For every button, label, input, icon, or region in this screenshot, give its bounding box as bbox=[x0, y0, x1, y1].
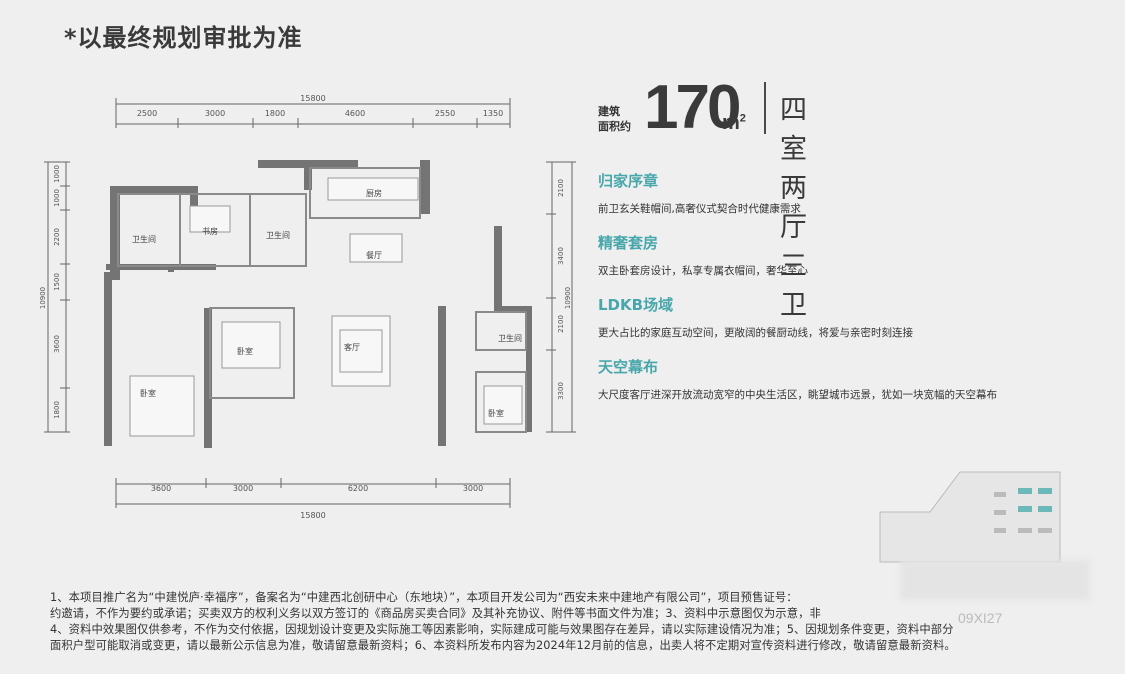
dim-left-seg: 3600 bbox=[53, 335, 61, 353]
room-label-study: 书房 bbox=[202, 226, 218, 236]
room-label-bath1: 卫生间 bbox=[132, 234, 156, 244]
area-unit-sup: 2 bbox=[739, 112, 746, 125]
layout-name: 四室两厅三卫 bbox=[780, 95, 809, 321]
area-label-line2: 面积约 bbox=[598, 120, 631, 133]
area-number: 170 bbox=[644, 73, 741, 142]
room-label-bath3: 卫生间 bbox=[498, 333, 522, 343]
dim-left-seg: 1800 bbox=[53, 401, 61, 419]
room-label-living: 客厅 bbox=[344, 342, 360, 352]
area-label: 建筑 面积约 bbox=[598, 104, 640, 134]
room-label-bedroom-left: 卧室 bbox=[140, 388, 156, 398]
dim-right-seg: 3300 bbox=[557, 382, 565, 400]
dim-right-seg: 2100 bbox=[557, 179, 565, 197]
footnote-line: 约邀请，不作为要约或承诺；买卖双方的权利义务以双方签订的《商品房买卖合同》及其补… bbox=[50, 607, 821, 620]
dim-bottom-seg: 6200 bbox=[348, 484, 368, 493]
dim-right-seg: 2100 bbox=[557, 315, 565, 333]
dim-right-seg: 3400 bbox=[557, 247, 565, 265]
dim-top-seg: 4600 bbox=[345, 109, 365, 118]
area-divider bbox=[764, 82, 766, 134]
dim-right-total: 10900 bbox=[564, 287, 572, 309]
feature-title: 天空幕布 bbox=[598, 358, 659, 376]
feature-list: 归家序章 前卫玄关鞋帽间,高奢仪式契合时代健康需求 精奢套房 双主卧套房设计，私… bbox=[598, 170, 1068, 418]
feature-item: 精奢套房 双主卧套房设计，私享专属衣帽间，奢华至心 bbox=[598, 232, 1068, 278]
dim-bottom-seg: 3600 bbox=[151, 484, 171, 493]
dim-bottom-seg: 3000 bbox=[233, 484, 253, 493]
dim-bottom-total: 15800 bbox=[300, 511, 325, 520]
feature-desc: 前卫玄关鞋帽间,高奢仪式契合时代健康需求 bbox=[598, 203, 801, 215]
dim-left-seg: 1000 bbox=[53, 189, 61, 207]
blurred-patch bbox=[900, 560, 1090, 600]
room-label-bedroom-center: 卧室 bbox=[237, 346, 253, 356]
room-label-bath2: 卫生间 bbox=[266, 230, 290, 240]
feature-item: 天空幕布 大尺度客厅进深开放流动宽窄的中央生活区，眺望城市远景，犹如一块宽幅的天… bbox=[598, 356, 1068, 402]
feature-title: 归家序章 bbox=[598, 172, 659, 190]
footnote-line: 1、本项目推广名为“中建悦庐·幸福序”，备案名为“中建西北创研中心（东地块）”，… bbox=[50, 591, 798, 604]
feature-desc: 更大占比的家庭互动空间，更敞阔的餐厨动线，将爱与亲密时刻连接 bbox=[598, 327, 913, 339]
dim-top-seg: 3000 bbox=[205, 109, 225, 118]
feature-title: 精奢套房 bbox=[598, 234, 659, 252]
dim-top-seg: 2550 bbox=[435, 109, 455, 118]
area-unit-m: m bbox=[722, 112, 740, 134]
dim-left-seg: 1000 bbox=[53, 165, 61, 183]
header-note: *以最终规划审批为准 bbox=[64, 24, 303, 52]
dim-left-seg: 1500 bbox=[53, 273, 61, 291]
dim-top-total: 15800 bbox=[300, 94, 325, 103]
dim-left-total: 10900 bbox=[40, 287, 47, 309]
dim-left-seg: 2200 bbox=[53, 228, 61, 246]
dim-top-seg: 1800 bbox=[265, 109, 285, 118]
feature-item: LDKB场域 更大占比的家庭互动空间，更敞阔的餐厨动线，将爱与亲密时刻连接 bbox=[598, 294, 1068, 340]
footnote-line: 4、资料中效果图仅供参考，不作为交付依据，因规划设计变更及实际施工等因素影响，实… bbox=[50, 623, 954, 636]
footnote-line: 面积户型可能取消或变更，请以最新公示信息为准，敬请留意最新资料；6、本资料所发布… bbox=[50, 639, 956, 652]
feature-title: LDKB场域 bbox=[598, 296, 674, 314]
dim-top-seg: 2500 bbox=[137, 109, 157, 118]
room-label-kitchen: 厨房 bbox=[366, 188, 382, 198]
room-label-bedroom-right: 卧室 bbox=[488, 408, 504, 418]
feature-desc: 大尺度客厅进深开放流动宽窄的中央生活区，眺望城市远景，犹如一块宽幅的天空幕布 bbox=[598, 389, 997, 401]
feature-desc: 双主卧套房设计，私享专属衣帽间，奢华至心 bbox=[598, 265, 808, 277]
area-label-line1: 建筑 bbox=[598, 105, 620, 118]
dim-top-seg: 1350 bbox=[483, 109, 503, 118]
area-unit: m2 bbox=[722, 112, 746, 135]
floor-plan: 卫生间 书房 卫生间 厨房 餐厅 客厅 卧室 卧室 卧室 卫生间 15800 2… bbox=[40, 94, 576, 520]
site-map-thumbnail bbox=[879, 471, 1061, 563]
feature-item: 归家序章 前卫玄关鞋帽间,高奢仪式契合时代健康需求 bbox=[598, 170, 1068, 216]
room-label-dining: 餐厅 bbox=[366, 251, 382, 260]
disclaimer-footnote: 1、本项目推广名为“中建悦庐·幸福序”，备案名为“中建西北创研中心（东地块）”，… bbox=[50, 590, 1090, 654]
dim-bottom-seg: 3000 bbox=[463, 484, 483, 493]
watermark-id: 09XI27 bbox=[958, 610, 1003, 626]
